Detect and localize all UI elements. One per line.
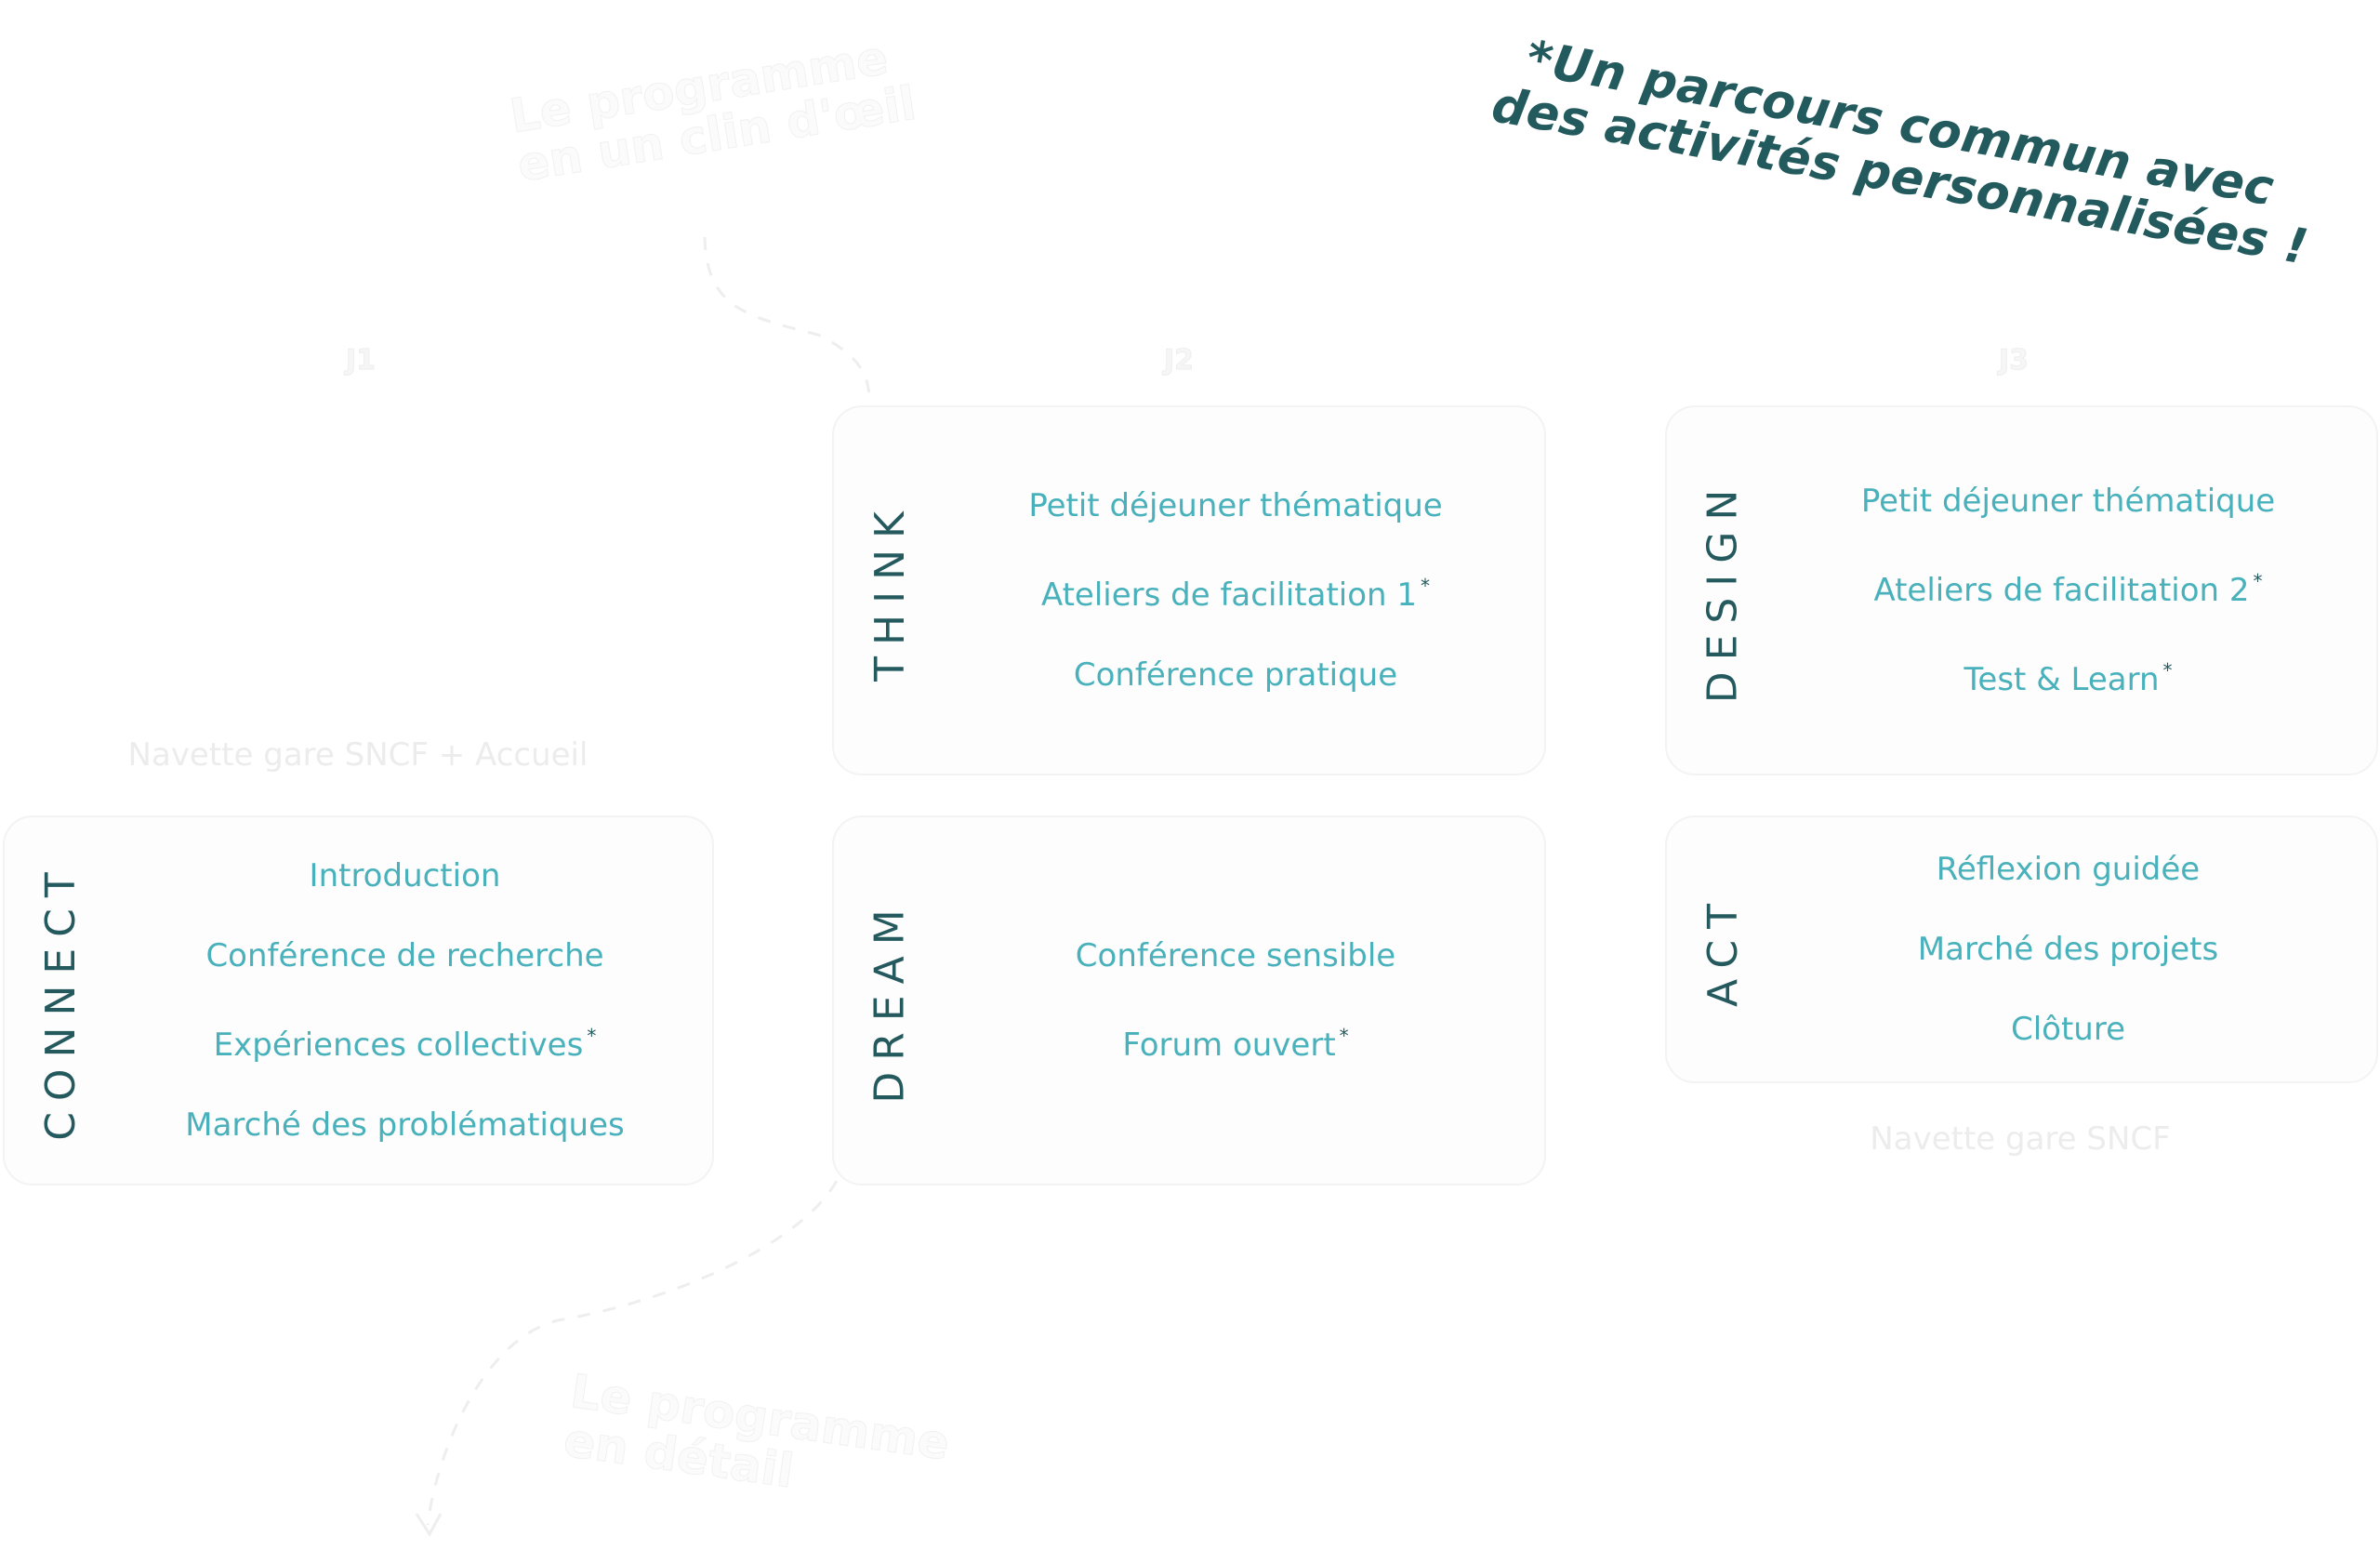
activity-list: Petit déjeuner thématique Ateliers de fa… xyxy=(927,407,1544,774)
activity-item: Conférence sensible xyxy=(1076,916,1395,996)
arrowhead-icon xyxy=(415,1513,443,1537)
phase-label-think: THINK xyxy=(866,499,914,682)
activity-text: Conférence sensible xyxy=(1075,937,1396,974)
activity-text: Petit déjeuner thématique xyxy=(1028,487,1443,524)
activity-text: Marché des projets xyxy=(1917,931,2219,968)
activity-list: Conférence sensible Forum ouvert* xyxy=(927,817,1544,1184)
activity-item: Conférence de recherche xyxy=(205,916,603,996)
phase-label-design: DESIGN xyxy=(1699,478,1747,703)
activity-text: Introduction xyxy=(309,857,501,894)
activity-text: Petit déjeuner thématique xyxy=(1860,483,2276,520)
activity-item: Forum ouvert* xyxy=(1122,996,1348,1085)
activity-item: Marché des projets xyxy=(1918,909,2218,989)
activity-text: Forum ouvert xyxy=(1122,1027,1336,1064)
day-label-1: J1 xyxy=(345,344,377,378)
activity-text: Expériences collectives xyxy=(213,1027,584,1064)
activity-list: Réflexion guidée Marché des projets Clôt… xyxy=(1760,817,2376,1081)
card-design: DESIGN Petit déjeuner thématique Atelier… xyxy=(1665,405,2378,775)
dashed-arrow-overview-to-think xyxy=(703,236,871,401)
arrival-shuttle-note: Navette gare SNCF + Accueil xyxy=(127,736,588,774)
card-dream: DREAM Conférence sensible Forum ouvert* xyxy=(832,815,1546,1186)
activity-list: Introduction Conférence de recherche Exp… xyxy=(98,817,712,1184)
activity-text: Ateliers de facilitation 1 xyxy=(1040,576,1418,614)
activity-item: Conférence pratique xyxy=(1074,635,1397,715)
activity-text: Clôture xyxy=(2010,1011,2126,1048)
day-label-2: J2 xyxy=(1163,344,1195,378)
activity-item: Réflexion guidée xyxy=(1937,829,2200,909)
activity-item: Ateliers de facilitation 1* xyxy=(1041,546,1430,635)
day-label-3: J3 xyxy=(1998,344,2030,378)
personalized-asterisk-icon: * xyxy=(2253,570,2263,592)
card-act: ACT Réflexion guidée Marché des projets … xyxy=(1665,815,2378,1083)
activity-item: Petit déjeuner thématique xyxy=(1861,461,2275,541)
dashed-arrow-dream-to-detail xyxy=(426,1180,839,1526)
personalized-asterisk-icon: * xyxy=(1339,1025,1349,1047)
phase-label-act: ACT xyxy=(1699,892,1747,1007)
activity-item: Introduction xyxy=(310,836,501,916)
activity-item: Marché des problématiques xyxy=(185,1085,624,1165)
activity-text: Test & Learn xyxy=(1964,661,2160,698)
card-connect: CONNECT Introduction Conférence de reche… xyxy=(3,815,714,1186)
personalized-asterisk-icon: * xyxy=(1421,575,1431,597)
activity-text: Conférence de recherche xyxy=(205,937,604,974)
activity-item: Expériences collectives* xyxy=(214,996,597,1085)
activity-text: Réflexion guidée xyxy=(1936,851,2201,888)
activity-list: Petit déjeuner thématique Ateliers de fa… xyxy=(1760,407,2376,774)
activity-text: Marché des problématiques xyxy=(185,1106,625,1144)
activity-item: Clôture xyxy=(2011,989,2125,1069)
departure-shuttle-note: Navette gare SNCF xyxy=(1870,1120,2171,1158)
personalized-asterisk-icon: * xyxy=(587,1025,597,1047)
activity-text: Conférence pratique xyxy=(1073,656,1398,694)
phase-label-dream: DREAM xyxy=(866,897,914,1104)
activity-text: Ateliers de facilitation 2 xyxy=(1873,572,2250,609)
personalized-asterisk-icon: * xyxy=(2162,659,2173,682)
phase-label-connect: CONNECT xyxy=(36,860,85,1141)
activity-item: Test & Learn* xyxy=(1964,630,2172,720)
activity-item: Petit déjeuner thématique xyxy=(1028,466,1442,546)
card-think: THINK Petit déjeuner thématique Ateliers… xyxy=(832,405,1546,775)
activity-item: Ateliers de facilitation 2* xyxy=(1873,541,2262,630)
